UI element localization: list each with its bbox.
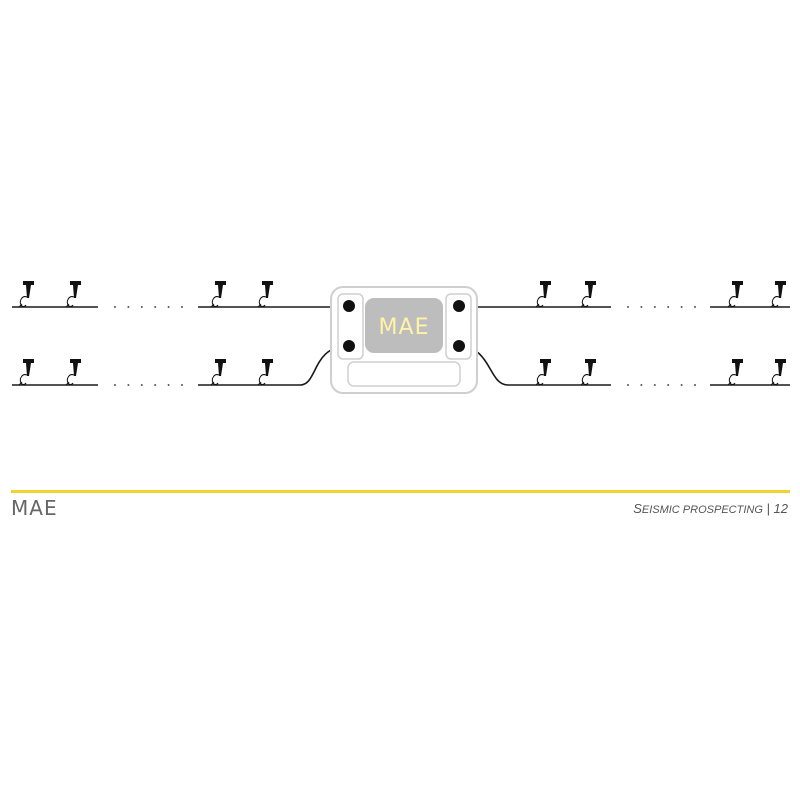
gap-dot bbox=[140, 384, 143, 386]
caption-separator: | bbox=[766, 501, 770, 516]
gap-dot bbox=[127, 306, 130, 308]
connector-icon bbox=[453, 340, 465, 352]
gap-dot bbox=[140, 306, 143, 308]
geophone-icon bbox=[65, 280, 82, 308]
geophone-icon bbox=[18, 280, 35, 308]
geophone-icon bbox=[257, 358, 274, 386]
footer-divider bbox=[11, 490, 790, 493]
gap-dot bbox=[653, 384, 656, 386]
gap-dot bbox=[667, 384, 670, 386]
recording-station: MAE bbox=[330, 286, 478, 394]
gap-dot bbox=[640, 306, 643, 308]
gap-dot bbox=[694, 384, 696, 386]
geophone-icon bbox=[770, 280, 787, 308]
connector-icon bbox=[453, 300, 465, 312]
footer-caption: SEISMIC PROSPECTING | 12 bbox=[633, 501, 788, 516]
gap-dot bbox=[167, 306, 170, 308]
geophone-icon bbox=[580, 358, 597, 386]
gap-dot bbox=[627, 306, 629, 308]
station-slot bbox=[347, 361, 461, 387]
geophone-icon bbox=[210, 358, 227, 386]
gap-dot bbox=[181, 306, 183, 308]
gap-dot bbox=[694, 306, 696, 308]
connector-icon bbox=[343, 300, 355, 312]
geophone-icon bbox=[770, 358, 787, 386]
gap-dot bbox=[181, 384, 183, 386]
lower-cable-right bbox=[457, 345, 790, 386]
gap-dot bbox=[640, 384, 643, 386]
geophone-icon bbox=[535, 358, 552, 386]
gap-dot bbox=[680, 384, 683, 386]
geophone-icon bbox=[535, 280, 552, 308]
page-number: 12 bbox=[773, 501, 788, 516]
gap-dot bbox=[114, 306, 116, 308]
connector-icon bbox=[343, 340, 355, 352]
geophone-icon bbox=[65, 358, 82, 386]
geophone-icon bbox=[18, 358, 35, 386]
gap-dot bbox=[167, 384, 170, 386]
station-logo: MAE bbox=[379, 315, 430, 340]
caption-rest: EISMIC PROSPECTING bbox=[641, 504, 763, 516]
gap-markers bbox=[114, 306, 696, 386]
gap-dot bbox=[127, 384, 130, 386]
station-display bbox=[365, 298, 443, 353]
gap-dot bbox=[627, 384, 629, 386]
right-port-panel bbox=[445, 293, 472, 360]
gap-dot bbox=[653, 306, 656, 308]
geophone-icon bbox=[727, 280, 744, 308]
caption-initial: S bbox=[633, 501, 642, 516]
geophone-icon bbox=[257, 280, 274, 308]
gap-dot bbox=[680, 306, 683, 308]
lower-cable-left bbox=[12, 345, 349, 386]
footer-logo: MAE bbox=[11, 496, 58, 520]
seismic-layout-diagram: MAE bbox=[12, 280, 790, 394]
gap-dot bbox=[154, 306, 157, 308]
geophone-icon bbox=[210, 280, 227, 308]
geophone-icon bbox=[580, 280, 597, 308]
gap-dot bbox=[667, 306, 670, 308]
gap-dot bbox=[114, 384, 116, 386]
geophone-icon bbox=[727, 358, 744, 386]
gap-dot bbox=[154, 384, 157, 386]
